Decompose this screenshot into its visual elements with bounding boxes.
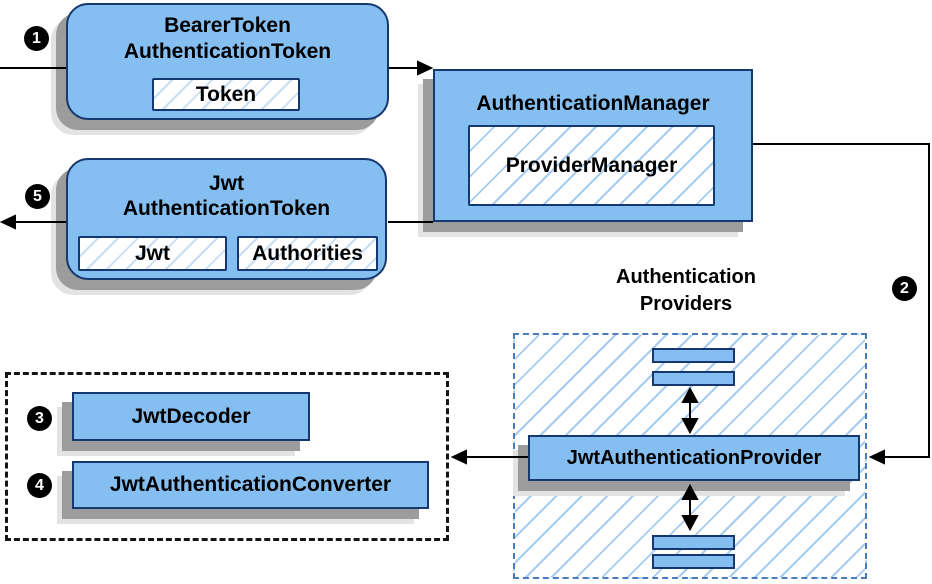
jwt-authentication-provider-box: JwtAuthenticationProvider — [528, 435, 860, 481]
authentication-manager-title: AuthenticationManager — [476, 92, 710, 115]
arrow-jwt-token-out — [0, 214, 66, 230]
provider-list-bar — [652, 371, 735, 386]
authorities-field: Authorities — [237, 236, 378, 271]
authentication-providers-group: JwtAuthenticationProvider — [513, 333, 867, 579]
jwt-authentication-token-box: Jwt AuthenticationToken Jwt Authorities — [66, 158, 387, 280]
bearer-token-box-title: BearerToken AuthenticationToken — [68, 13, 387, 65]
provider-list-bar — [652, 554, 735, 569]
step-badge-4: 4 — [27, 473, 52, 498]
provider-list-bar — [652, 348, 735, 363]
providers-label-line2: Providers — [639, 293, 733, 315]
bearer-token-title-line1: BearerToken — [164, 14, 291, 37]
jwt-token-box-title: Jwt AuthenticationToken — [68, 171, 385, 221]
step-badge-3: 3 — [27, 406, 52, 431]
step-badge-5: 5 — [25, 184, 50, 209]
jwt-authentication-converter-box: JwtAuthenticationConverter — [72, 461, 429, 509]
providers-label-line1: Authentication — [616, 266, 756, 288]
jwt-field: Jwt — [78, 236, 227, 271]
bearer-token-authentication-token-box: BearerToken AuthenticationToken Token — [66, 3, 389, 120]
provider-manager-box: ProviderManager — [468, 125, 715, 206]
step-badge-1: 1 — [24, 26, 49, 51]
arrow-to-authentication-manager — [389, 60, 434, 76]
authentication-providers-label: Authentication Providers — [566, 264, 806, 318]
bearer-token-title-line2: AuthenticationToken — [123, 40, 332, 63]
converter-group-box: JwtDecoder JwtAuthenticationConverter — [5, 372, 449, 541]
authentication-manager-box: AuthenticationManager ProviderManager — [433, 69, 753, 222]
token-field: Token — [152, 78, 300, 111]
jwt-token-title-line1: Jwt — [208, 172, 244, 195]
provider-list-bar — [652, 535, 735, 550]
step-badge-2: 2 — [892, 276, 917, 301]
jwt-decoder-box: JwtDecoder — [72, 392, 310, 441]
jwt-token-title-line2: AuthenticationToken — [122, 197, 331, 220]
